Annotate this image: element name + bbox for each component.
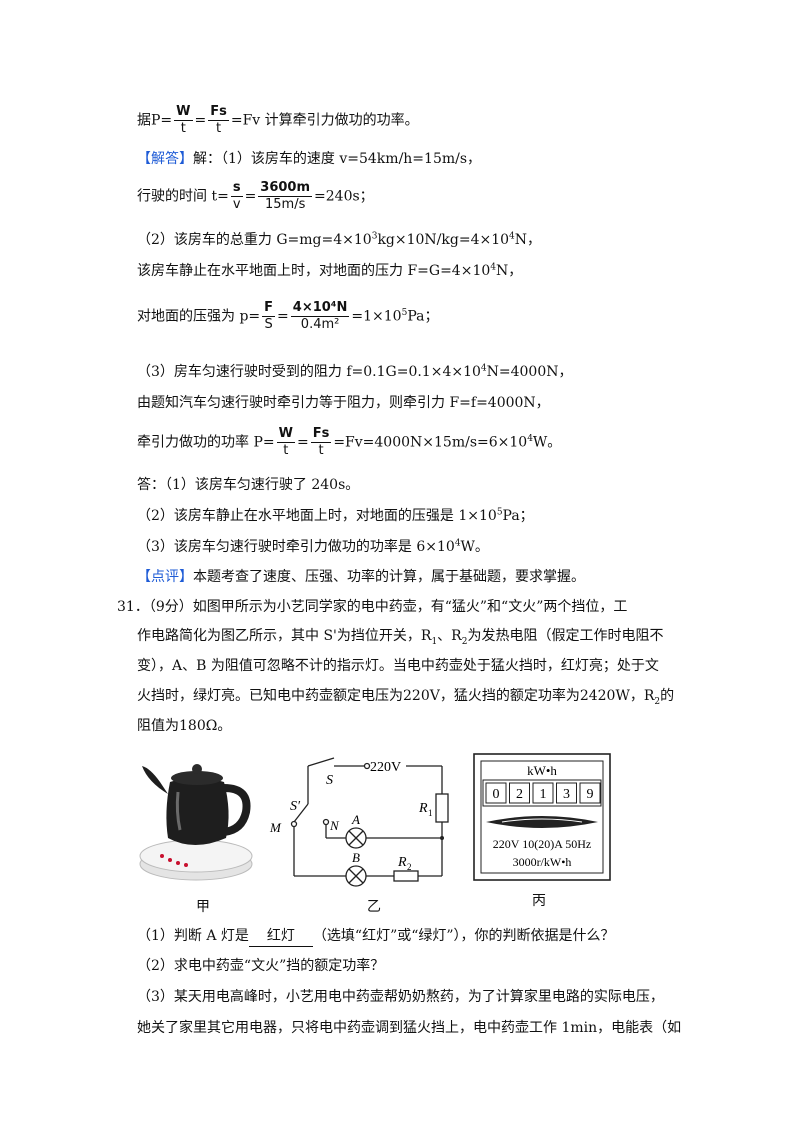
meter-digit-box (579, 782, 601, 804)
sub-question-3-line-2: 她关了家里其它用电器，只将电中药壶调到猛火挡上，电中药壶工作 1min，电能表（… (137, 1020, 682, 1036)
answer-line-velocity: 【解答】解：（1）该房车的速度 v=54km/h=15m/s， (137, 151, 482, 167)
label-r1: R (418, 801, 428, 816)
caption-bing: 丙 (532, 893, 546, 909)
question-31-line-3: 变），A、B 为阻值可忽略不计的指示灯。当电中药壶处于猛火挡时，红灯亮；处于文 (137, 658, 659, 674)
sub-question-2: （2）求电中药壶“文火”挡的额定功率？ (137, 958, 385, 974)
sub-question-1: （1）判断 A 灯是红灯（选填“红灯”或“绿灯”），你的判断依据是什么？ (137, 926, 615, 947)
label-switch-s: S (326, 773, 333, 788)
meter-rate: 3000r/kW•h (513, 855, 572, 869)
label-m: M (269, 820, 282, 835)
meter-digit-box (532, 782, 554, 804)
meter-digit: 2 (516, 787, 523, 802)
question-31-line-2: 作电路简化为图乙所示，其中 S'为挡位开关，R1、R2为发热电阻（假定工作时电阻… (137, 628, 664, 647)
meter-digit-box (485, 782, 507, 804)
sub-question-3-line-1: （3）某天用电高峰时，小艺用电中药壶帮奶奶熬药，为了计算家里电路的实际电压， (137, 989, 664, 1005)
answer-line-pressure-force: 该房车静止在水平地面上时，对地面的压力 F=G=4×104N， (137, 262, 523, 279)
label-r2-subscript: 2 (407, 862, 412, 872)
circuit-diagram: S 220V S′ M N A B R 1 R 2 (269, 757, 449, 887)
answer-tag: 【解答】 (137, 151, 193, 167)
meter-spec: 220V 10(20)A 50Hz (493, 837, 591, 851)
label-lamp-b: B (352, 850, 360, 865)
energy-meter: kW•h 0 2 1 3 9 220V 10(20)A 50Hz 3000r/kW•h (473, 753, 611, 881)
label-r1-subscript: 1 (428, 808, 433, 818)
comment-line: 【点评】本题考查了速度、压强、功率的计算，属于基础题，要求掌握。 (137, 569, 585, 585)
comment-tag: 【点评】 (137, 569, 193, 585)
meter-digit: 3 (563, 787, 570, 802)
label-lamp-a: A (351, 812, 360, 827)
conclusion-line-3: （3）该房车匀速行驶时牵引力做功的功率是 6×104W。 (137, 538, 489, 555)
meter-digit: 0 (493, 787, 500, 802)
label-n: N (329, 818, 340, 833)
caption-jia: 甲 (196, 899, 210, 915)
question-31-line-5: 阻值为180Ω。 (137, 718, 232, 734)
label-voltage: 220V (370, 760, 401, 775)
label-switch-s-prime: S′ (290, 799, 301, 814)
answer-line-gravity: （2）该房车的总重力 G=mg=4×103kg×10N/kg=4×104N， (137, 231, 542, 248)
conclusion-line-2: （2）该房车静止在水平地面上时，对地面的压强是 1×105Pa； (137, 507, 534, 524)
label-r2: R (397, 855, 407, 870)
kettle-illustration (139, 764, 253, 881)
meter-digit-box (509, 782, 530, 804)
meter-digit: 9 (587, 787, 594, 802)
meter-digit: 1 (540, 787, 547, 802)
question-31-line-1: 31．（9分）如图甲所示为小艺同学家的电中药壶，有“猛火”和“文火”两个挡位，工 (117, 599, 628, 615)
answer-line-traction: 由题知汽车匀速行驶时牵引力等于阻力，则牵引力 F=f=4000N， (137, 395, 550, 411)
question-31-line-4: 火挡时，绿灯亮。已知电中药壶额定电压为220V，猛火挡的额定功率为2420W，R… (137, 688, 675, 707)
answer-line-friction: （3）房车匀速行驶时受到的阻力 f=0.1G=0.1×4×104N=4000N， (137, 363, 573, 380)
meter-digit-box (556, 782, 577, 804)
answer-blank: 红灯 (248, 926, 313, 947)
conclusion-line-1: 答：（1）该房车匀速行驶了 240s。 (137, 477, 360, 493)
meter-unit: kW•h (527, 763, 557, 778)
caption-yi: 乙 (367, 899, 381, 915)
